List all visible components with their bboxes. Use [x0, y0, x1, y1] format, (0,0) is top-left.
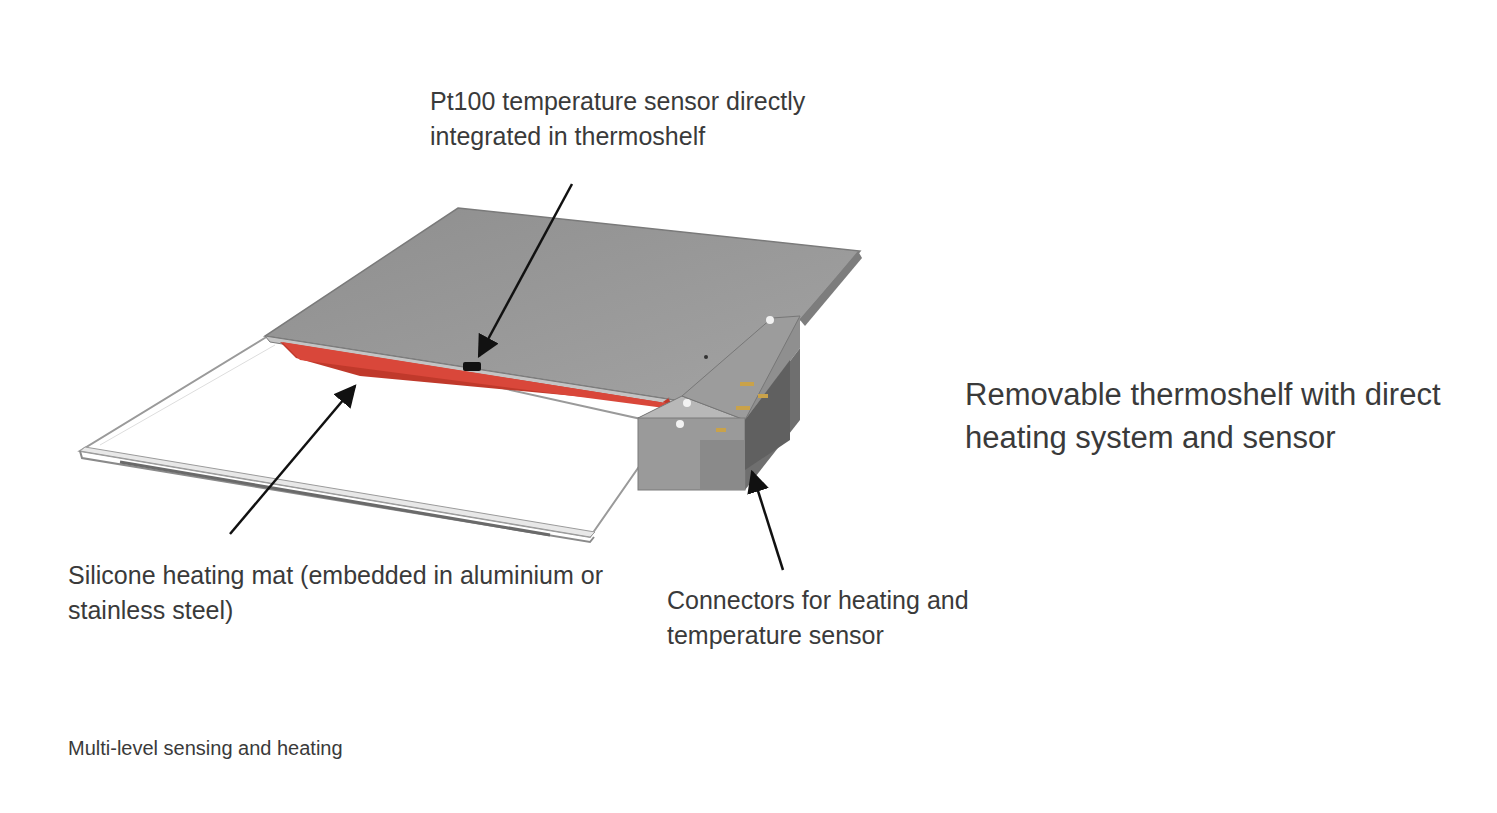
callout-label: Silicone heating mat (embedded in alumin… [68, 558, 628, 627]
leader-arrow [230, 386, 355, 534]
callout-label: Connectors for heating and temperature s… [667, 583, 997, 652]
leader-arrow [752, 472, 783, 570]
diagram-caption: Multi-level sensing and heating [68, 735, 568, 763]
callout-label: Pt100 temperature sensor directly integr… [430, 84, 900, 153]
leader-arrow [479, 184, 572, 356]
diagram-title: Removable thermoshelf with direct heatin… [965, 374, 1480, 460]
silicone-heating-mat [280, 342, 672, 409]
connector-block [638, 316, 800, 490]
pt100-sensor [463, 362, 481, 371]
